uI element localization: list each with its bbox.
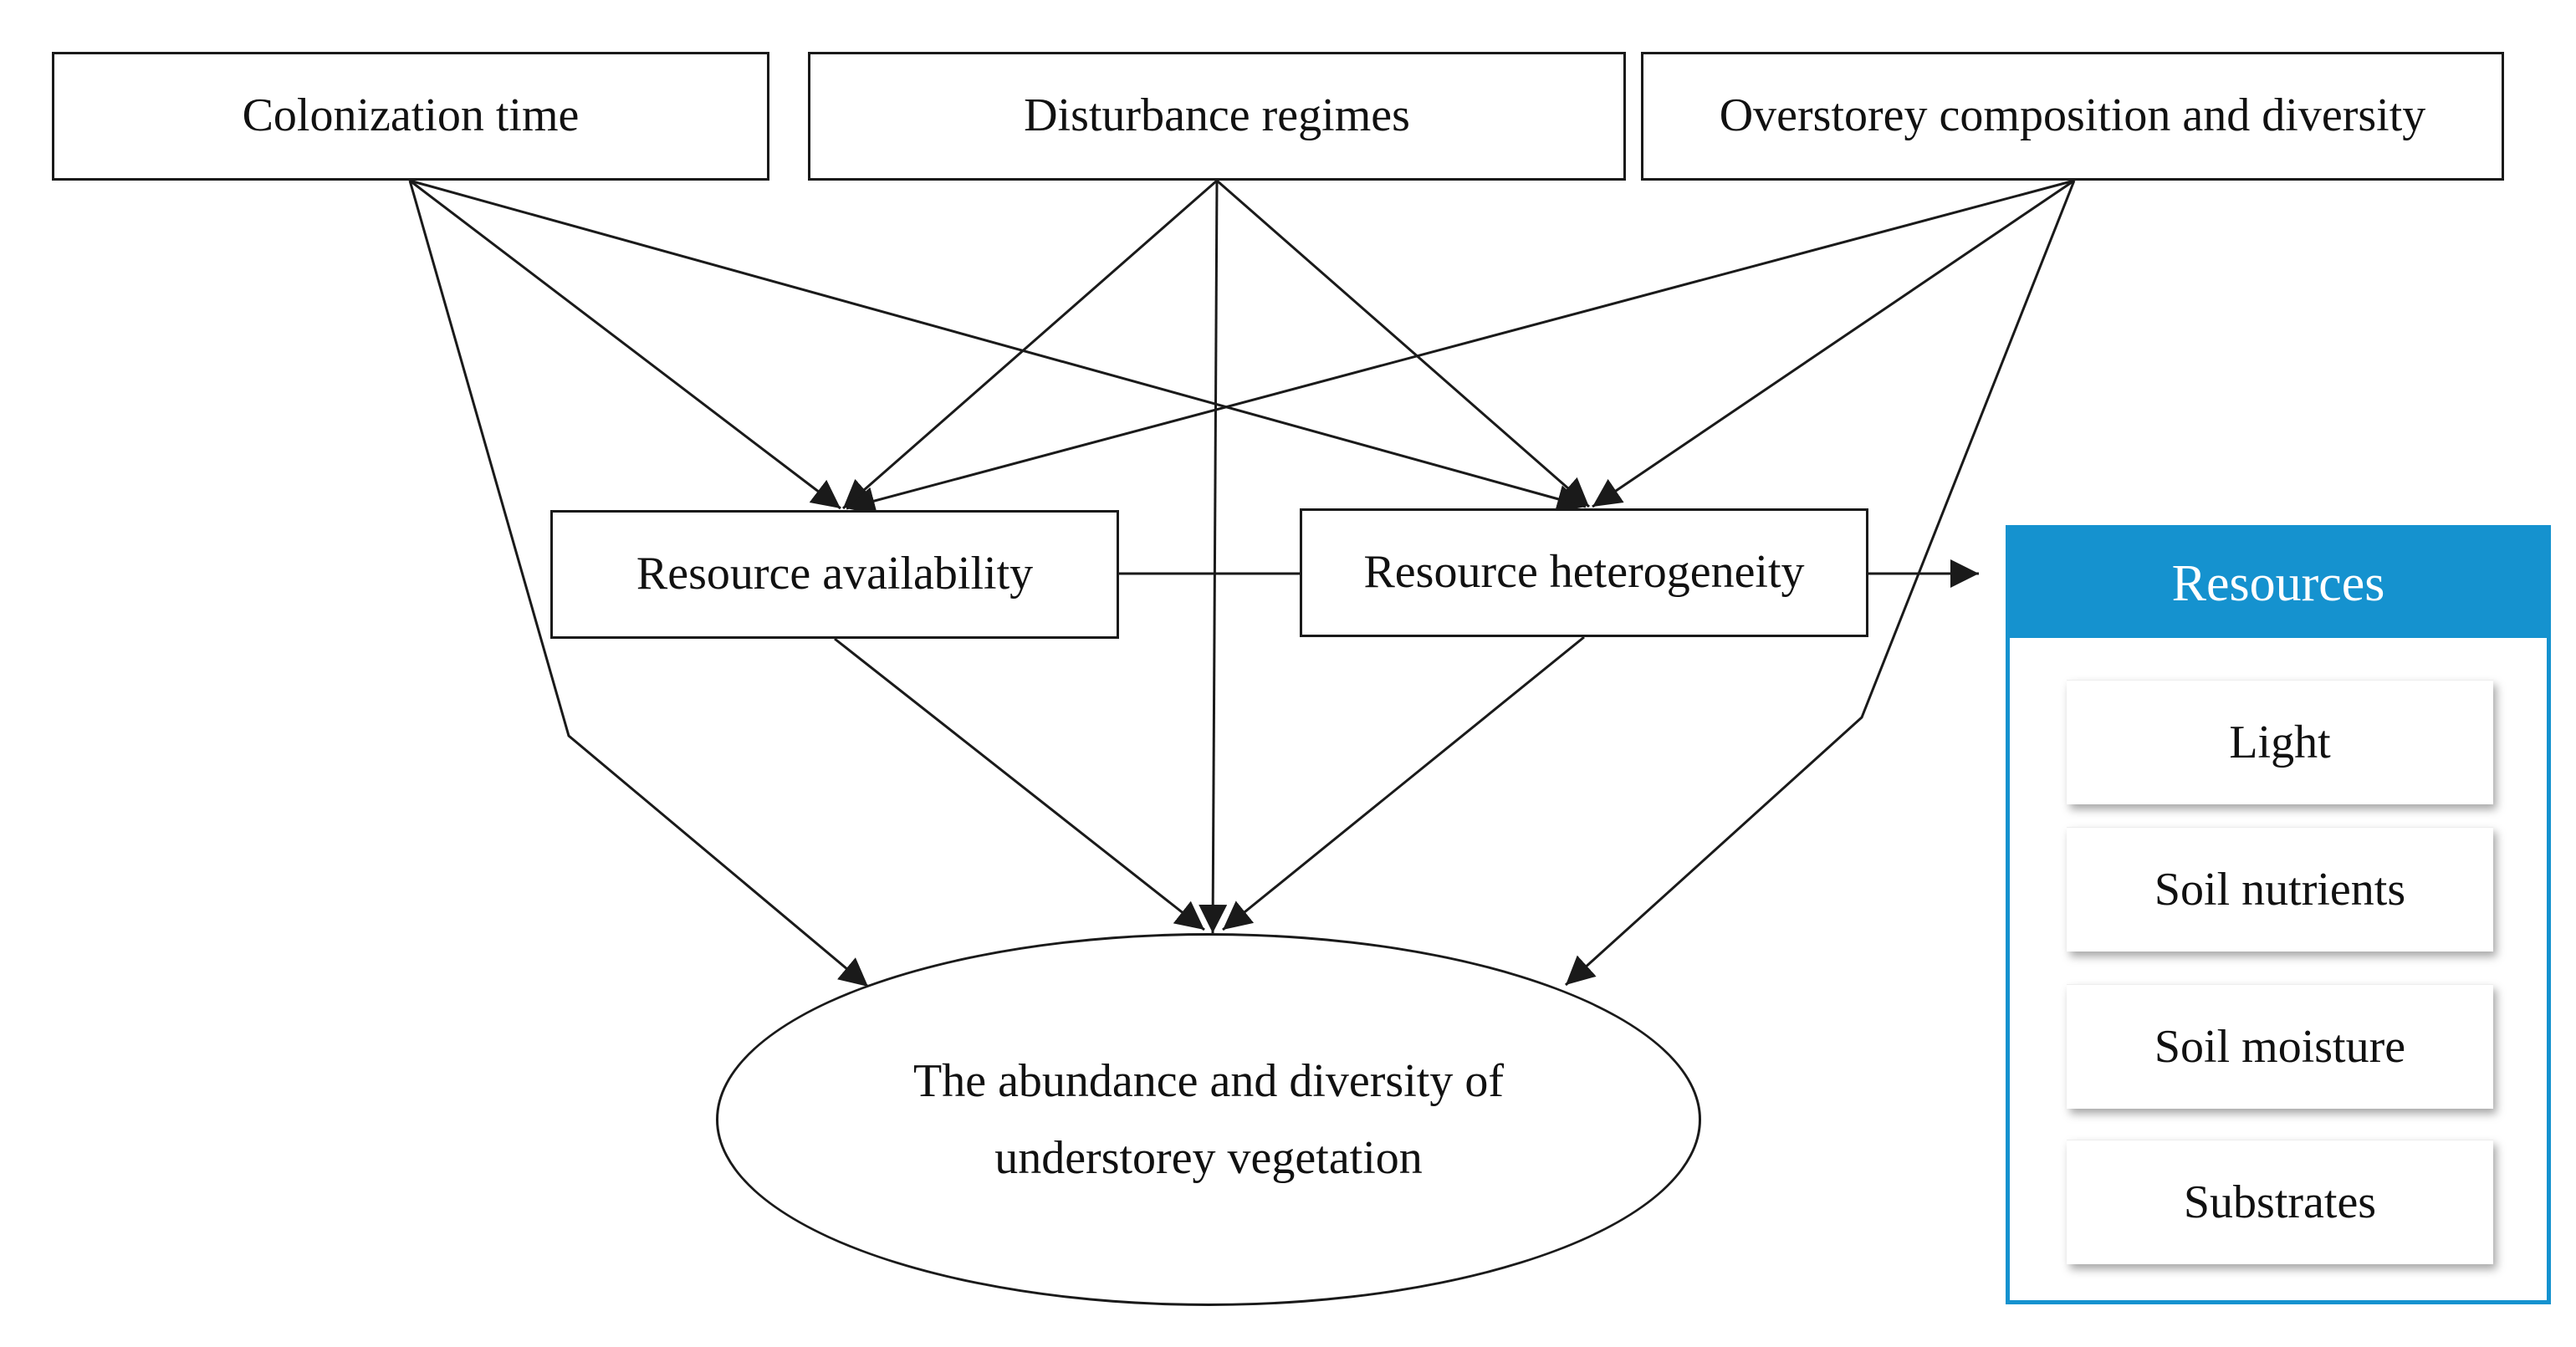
resources-panel-title: Resources — [2010, 529, 2547, 638]
arrow-disturbance-to-availability — [842, 179, 1218, 510]
mediator-resource-heterogeneity: Resource heterogeneity — [1300, 508, 1868, 637]
arrow-disturbance-to-heterogeneity — [1216, 179, 1590, 508]
driver-overstorey-label: Overstorey composition and diversity — [1719, 89, 2426, 142]
driver-overstorey-composition: Overstorey composition and diversity — [1641, 52, 2504, 181]
arrow-overstorey-to-availability — [846, 179, 2075, 515]
driver-colonization-time: Colonization time — [52, 52, 769, 181]
resource-item-substrates: Substrates — [2067, 1140, 2493, 1264]
outcome-ellipse: The abundance and diversity of understor… — [716, 933, 1701, 1306]
arrow-overstorey-to-outcome — [1564, 180, 2076, 987]
arrow-overstorey-to-heterogeneity — [1592, 179, 2075, 508]
mediator-heterogeneity-label: Resource heterogeneity — [1363, 546, 1805, 599]
arrow-colonization-to-availability — [409, 179, 841, 510]
resource-item-soil-moisture: Soil moisture — [2067, 984, 2493, 1109]
driver-disturbance-regimes: Disturbance regimes — [808, 52, 1626, 181]
resources-panel: Resources Light Soil nutrients Soil mois… — [2006, 525, 2551, 1304]
resource-item-light: Light — [2067, 680, 2493, 804]
arrow-colonization-to-outcome — [408, 180, 869, 988]
resource-item-soil-nutrients: Soil nutrients — [2067, 827, 2493, 952]
outcome-label: The abundance and diversity of understor… — [913, 1054, 1504, 1184]
arrow-heterogeneity-to-outcome — [1222, 635, 1585, 931]
arrow-availability-to-outcome — [834, 637, 1205, 931]
mediator-availability-label: Resource availability — [636, 548, 1034, 600]
mediator-resource-availability: Resource availability — [550, 510, 1119, 639]
arrow-disturbance-to-outcome — [1199, 180, 1228, 934]
arrow-colonization-to-heterogeneity — [409, 179, 1587, 513]
driver-disturbance-label: Disturbance regimes — [1024, 89, 1410, 142]
driver-colonization-label: Colonization time — [242, 89, 580, 142]
